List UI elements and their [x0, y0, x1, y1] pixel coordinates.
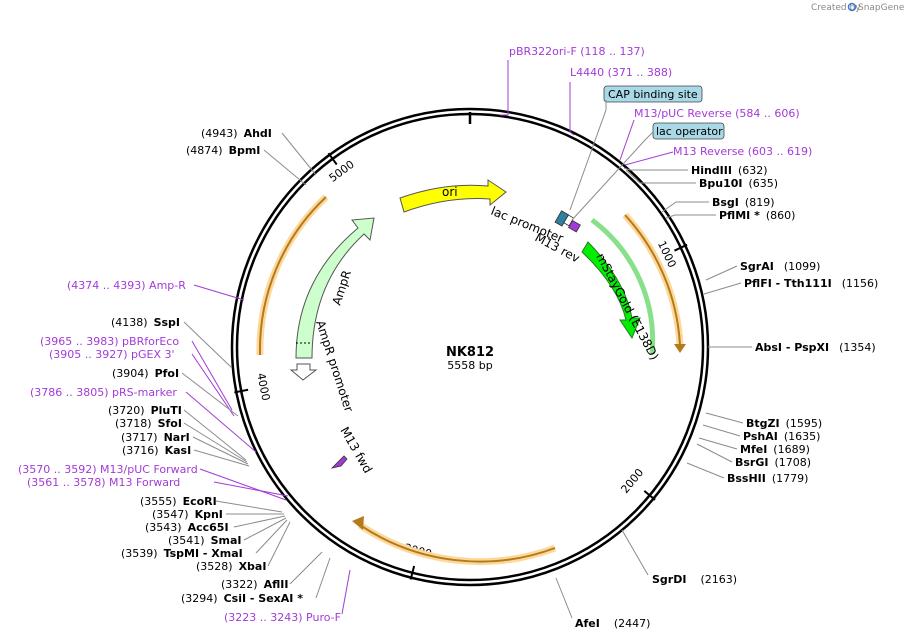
site-label: PshAI(1635)	[743, 430, 820, 443]
tick-mark	[643, 490, 656, 501]
site-label: BssHII(1779)	[727, 472, 808, 485]
feature-lac-promoter: lac promoter M13 rev	[489, 204, 582, 266]
site-label: BsgI(819)	[712, 196, 775, 209]
boxed-lac-operator: lac operator	[571, 122, 725, 221]
site-label: (3539)TspMI - XmaI	[121, 547, 243, 560]
site-label: (3294)CsiI - SexAI *	[181, 592, 303, 605]
primer-label: L4440 (371 .. 388)	[570, 66, 672, 79]
restriction-sites: HindIII(632) Bpu10I(635) BsgI(819) PflMI…	[108, 127, 878, 630]
site-label: (4138)SspI	[111, 316, 180, 329]
primer-label: (3786 .. 3805) pRS-marker	[30, 386, 177, 399]
orf-arrow	[352, 516, 364, 530]
tick-mark	[409, 565, 416, 580]
site-label: (3717)NarI	[121, 431, 190, 444]
site-label: PflMI *(860)	[719, 209, 795, 222]
site-label: (3541)SmaI	[168, 534, 241, 547]
site-label: (3720)PluTI	[108, 404, 182, 417]
orf-arc-line	[359, 524, 556, 563]
orf-arcs	[256, 194, 686, 565]
tick-mark	[674, 243, 688, 252]
lac-operator-text: lac operator	[656, 125, 723, 138]
site-label: SgrAI(1099)	[740, 260, 820, 273]
primer-labels: pBR322ori-F (118 .. 137) L4440 (371 .. 3…	[18, 45, 812, 624]
brand-text: SnapGene	[858, 3, 905, 13]
cap-binding-site-text: CAP binding site	[608, 88, 698, 101]
site-label: SgrDI(2163)	[652, 573, 737, 586]
orf-arrow	[674, 344, 686, 353]
credit-text: Created by	[811, 3, 861, 13]
site-label: AbsI - PspXI(1354)	[755, 341, 876, 354]
site-label: (4874)BpmI	[186, 144, 260, 157]
primer-label: (3965 .. 3983) pBRforEco	[40, 335, 179, 348]
primer-label: (4374 .. 4393) Amp-R	[67, 279, 186, 292]
primer-label: (3223 .. 3243) Puro-F	[224, 611, 341, 624]
tick-label: 4000	[254, 372, 272, 402]
site-label: HindIII(632)	[691, 164, 768, 177]
snapgene-logo-icon	[847, 2, 857, 12]
primer-label: (3561 .. 3578) M13 Forward	[27, 476, 180, 489]
primer-label: M13 Reverse (603 .. 619)	[673, 145, 812, 158]
site-label: PflFI - Tth111I(1156)	[744, 277, 878, 290]
orf-arc-line	[624, 214, 681, 346]
site-label: (3555)EcoRI	[140, 495, 217, 508]
plasmid-name: NK812	[446, 345, 494, 360]
ori-label: ori	[442, 185, 458, 199]
site-label: (3716)KasI	[122, 444, 191, 457]
site-label: (3322)AflII	[221, 578, 288, 591]
feature-ampr: AmpR	[295, 217, 375, 359]
primer-label: (3570 .. 3592) M13/pUC Forward	[18, 463, 198, 476]
site-label: BtgZI(1595)	[746, 417, 822, 430]
boxed-cap-binding-site: CAP binding site	[569, 85, 703, 211]
site-label: (3528)XbaI	[196, 560, 266, 573]
plasmid-size: 5558 bp	[447, 359, 492, 372]
orf-arc-line	[258, 196, 327, 356]
site-label: (3543)Acc65I	[145, 521, 229, 534]
site-label: AfeI(2447)	[575, 617, 650, 630]
feature-m13-fwd: M13 fwd	[330, 425, 375, 476]
tick-label: 2000	[618, 466, 646, 496]
tick-label: 5000	[327, 158, 357, 185]
site-label: (3547)KpnI	[152, 508, 223, 521]
tick-mark	[327, 152, 338, 166]
site-label: Bpu10I(635)	[699, 177, 778, 190]
site-label: (4943)AhdI	[201, 127, 272, 140]
site-label: (3904)PfoI	[112, 367, 179, 380]
ampr-label: AmpR	[330, 268, 354, 306]
m13-fwd-label: M13 fwd	[337, 425, 375, 476]
site-label: (3718)SfoI	[115, 417, 182, 430]
primer-label: M13/pUC Reverse (584 .. 606)	[634, 107, 800, 120]
primer-label: pBR322ori-F (118 .. 137)	[509, 45, 645, 58]
ampr-promoter-label: AmpR promoter	[313, 319, 356, 414]
feature-ori: ori	[399, 179, 507, 213]
site-label: MfeI(1689)	[740, 443, 810, 456]
primer-label: (3905 .. 3927) pGEX 3'	[49, 348, 175, 361]
tick-mark	[234, 388, 249, 394]
site-label: BsrGI(1708)	[735, 456, 811, 469]
